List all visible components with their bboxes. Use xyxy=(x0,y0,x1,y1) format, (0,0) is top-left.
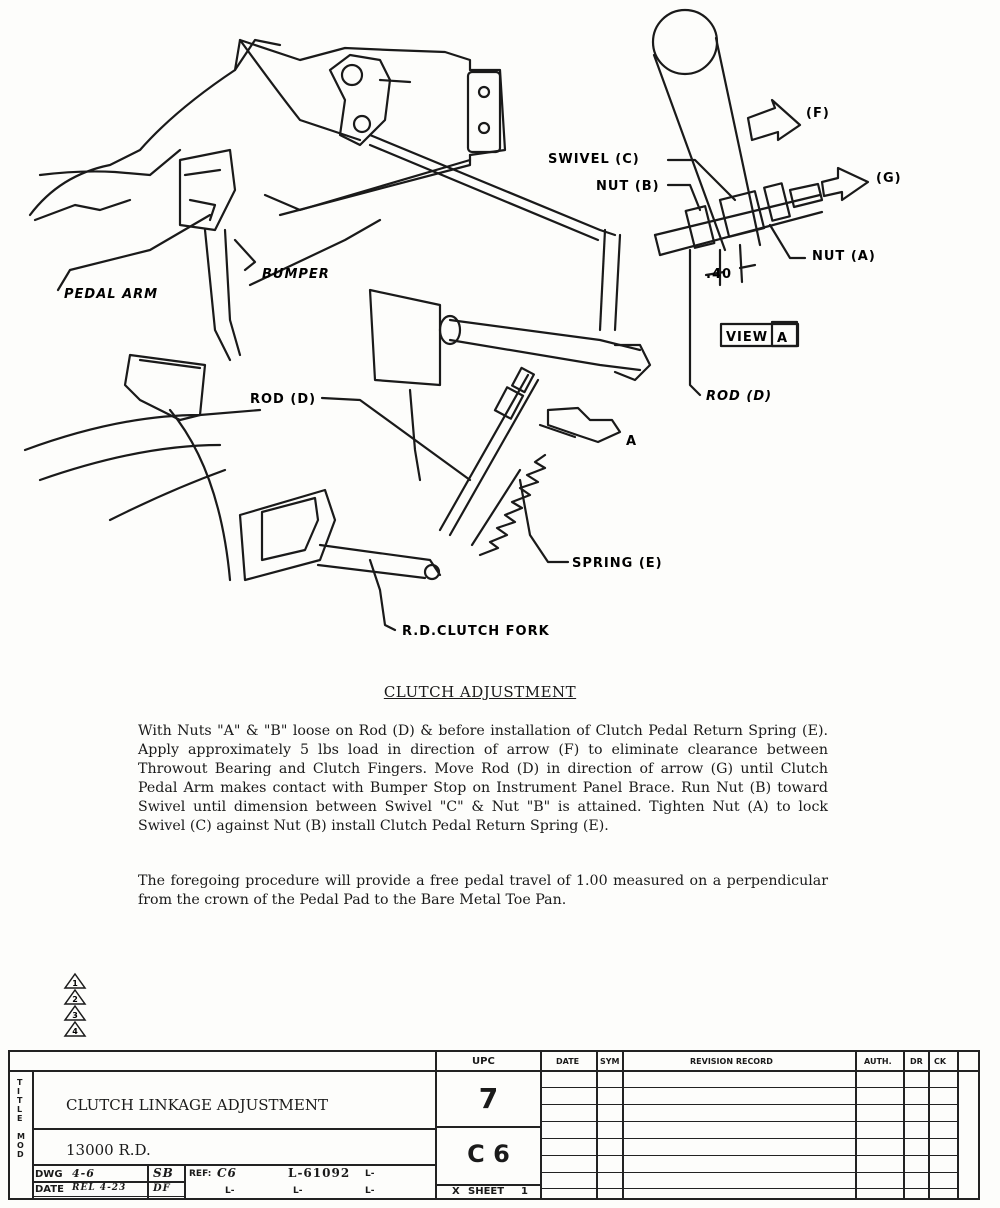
ref-value: C6 xyxy=(217,1166,237,1180)
label-view: VIEW xyxy=(726,330,768,345)
label-view-letter: A xyxy=(777,331,788,346)
label-rod-d-view: ROD (D) xyxy=(706,389,772,404)
dwg-label: DWG xyxy=(35,1169,63,1180)
revision-triangle-icon xyxy=(63,988,87,1005)
rev-header-ck: CK xyxy=(934,1057,947,1066)
model-number: 13000 R.D. xyxy=(66,1141,151,1159)
date-value: REL 4-23 xyxy=(72,1183,127,1193)
revision-number: 2 xyxy=(72,995,78,1004)
revision-triangle-icon xyxy=(63,1004,87,1021)
upc-value: 7 xyxy=(478,1082,499,1115)
df-initials: DF xyxy=(153,1183,171,1194)
dwg-value: 4-6 xyxy=(72,1167,95,1180)
sheet-mark: X xyxy=(452,1186,460,1197)
rev-header-auth: AUTH. xyxy=(864,1057,892,1066)
l-blank: L- xyxy=(293,1186,303,1196)
drawing-title: CLUTCH LINKAGE ADJUSTMENT xyxy=(66,1096,328,1114)
rev-header-record: REVISION RECORD xyxy=(690,1057,773,1066)
revision-triangle-icon xyxy=(63,972,87,989)
label-swivel-c: SWIVEL (C) xyxy=(548,152,640,167)
label-spring-e: SPRING (E) xyxy=(572,556,663,571)
section-title: CLUTCH ADJUSTMENT xyxy=(383,683,577,701)
rev-header-dr: DR xyxy=(910,1057,923,1066)
result-paragraph: The foregoing procedure will provide a f… xyxy=(138,873,828,908)
instructions-paragraph: With Nuts "A" & "B" loose on Rod (D) & b… xyxy=(138,723,828,834)
l-suffix: L- xyxy=(365,1169,375,1179)
label-dimension: .40 xyxy=(706,267,732,282)
l-blank: L- xyxy=(365,1186,375,1196)
sb-initials: SB xyxy=(153,1166,174,1180)
label-nut-b: NUT (B) xyxy=(596,179,660,194)
label-nut-a: NUT (A) xyxy=(812,249,876,264)
label-arrow-g: (G) xyxy=(876,171,902,186)
title-side-label: TITLE xyxy=(17,1078,23,1123)
l-blank: L- xyxy=(225,1186,235,1196)
sheet-label: SHEET xyxy=(468,1186,505,1197)
sheet-number: 1 xyxy=(521,1186,528,1197)
label-bumper: BUMPER xyxy=(262,267,330,282)
label-clutch-fork: R.D.CLUTCH FORK xyxy=(402,624,550,639)
revision-number: 3 xyxy=(72,1011,78,1020)
mod-side-label: MOD xyxy=(17,1132,25,1159)
title-block: TITLE MOD CLUTCH LINKAGE ADJUSTMENT 1300… xyxy=(8,1050,980,1200)
label-view-arrow: A xyxy=(626,434,637,449)
date-label: DATE xyxy=(35,1184,64,1195)
clutch-linkage-diagram: PEDAL ARM BUMPER ROD (D) SPRING (E) R.D.… xyxy=(23,8,902,639)
upc-label: UPC xyxy=(472,1056,495,1067)
label-rod-d: ROD (D) xyxy=(250,392,316,407)
label-arrow-f: (F) xyxy=(806,106,830,121)
revision-number: 1 xyxy=(72,979,78,988)
sheet-code: C 6 xyxy=(467,1140,510,1168)
l-number: L-61092 xyxy=(288,1166,351,1180)
rev-header-sym: SYM xyxy=(600,1057,620,1066)
rev-header-date: DATE xyxy=(556,1057,580,1066)
revision-triangle-icon xyxy=(63,1020,87,1037)
ref-label: REF: xyxy=(189,1169,212,1179)
revision-number: 4 xyxy=(72,1027,78,1036)
revision-triangles: 1 2 3 4 xyxy=(63,972,87,1037)
label-pedal-arm: PEDAL ARM xyxy=(64,287,158,302)
